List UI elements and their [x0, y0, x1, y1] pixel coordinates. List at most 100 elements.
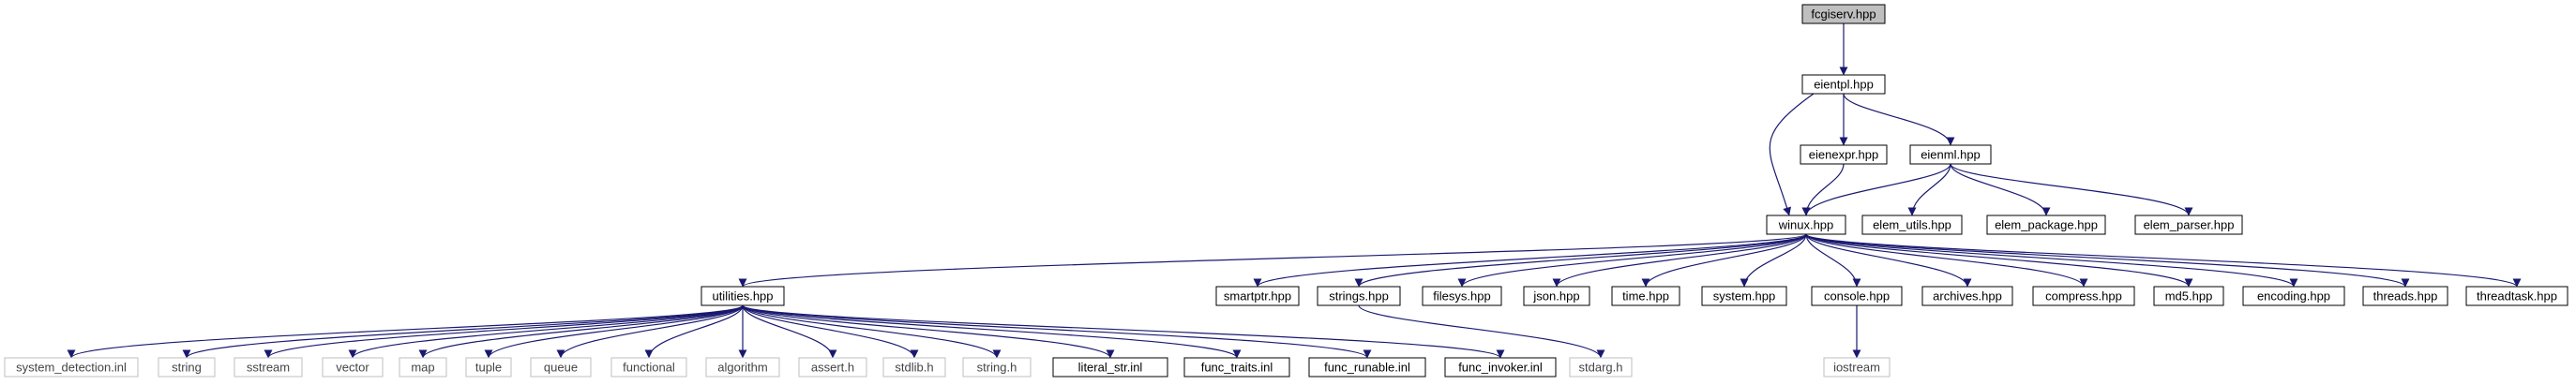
node-label: vector: [336, 361, 369, 375]
edge-winux-to-utilities: [738, 233, 1807, 288]
node-tuple: tuple: [465, 357, 512, 378]
node-smartptr[interactable]: smartptr.hpp: [1215, 286, 1300, 306]
node-box: [1921, 286, 2013, 306]
edge-utilities-to-functional: [644, 304, 744, 359]
node-box: [1986, 215, 2106, 235]
node-label: json.hpp: [1532, 289, 1579, 304]
node-md5[interactable]: md5.hpp: [2153, 286, 2224, 306]
node-system[interactable]: system.hpp: [1701, 286, 1787, 306]
node-box: [1701, 286, 1787, 306]
node-label: queue: [544, 361, 578, 375]
node-box: [1811, 286, 1903, 306]
node-label: filesys.hpp: [1433, 289, 1490, 304]
node-func-invoker[interactable]: func_invoker.inl: [1444, 357, 1557, 378]
node-system-detection: system_detection.inl: [4, 357, 139, 378]
node-box: [705, 357, 780, 378]
edge-winux-to-md5: [1805, 233, 2193, 288]
node-label: sstream: [247, 361, 290, 375]
edge-utilities-to-queue: [556, 304, 744, 359]
node-label: console.hpp: [1824, 289, 1890, 304]
node-filesys[interactable]: filesys.hpp: [1422, 286, 1502, 306]
node-fcgiserv[interactable]: fcgiserv.hpp: [1801, 4, 1886, 24]
node-box: [1569, 357, 1633, 378]
node-box: [798, 357, 867, 378]
node-iostream: iostream: [1823, 357, 1891, 378]
node-label: assert.h: [811, 361, 854, 375]
node-elem-parser[interactable]: elem_parser.hpp: [2134, 215, 2243, 235]
node-winux[interactable]: winux.hpp: [1766, 215, 1846, 235]
node-eienexpr[interactable]: eienexpr.hpp: [1800, 144, 1888, 165]
node-label: utilities.hpp: [712, 289, 773, 304]
node-box: [1861, 215, 1963, 235]
node-stdlib-h: stdlib.h: [882, 357, 946, 378]
edge-utilities-to-func_traits: [742, 304, 1242, 359]
node-func-runable[interactable]: func_runable.inl: [1308, 357, 1426, 378]
node-box: [700, 286, 785, 306]
node-label: md5.hpp: [2165, 289, 2213, 304]
node-label: archives.hpp: [1933, 289, 2002, 304]
edge-eienml-to-elem_parser: [1950, 163, 2193, 216]
node-string: string: [158, 357, 216, 378]
node-algorithm: algorithm: [705, 357, 780, 378]
edge-utilities-to-vector: [348, 304, 744, 359]
node-vector: vector: [322, 357, 384, 378]
node-label: eienexpr.hpp: [1809, 148, 1878, 162]
node-archives[interactable]: archives.hpp: [1921, 286, 2013, 306]
node-box: [1215, 286, 1300, 306]
edge-strings-to-stdarg_h: [1358, 304, 1605, 359]
node-box: [233, 357, 303, 378]
edge-utilities-to-stdlib_h: [742, 304, 919, 359]
node-label: strings.hpp: [1329, 289, 1389, 304]
node-elem-utils[interactable]: elem_utils.hpp: [1861, 215, 1963, 235]
nodes-layer: fcgiserv.hpp eientpl.hpp eienexpr.hpp eienm…: [4, 4, 2568, 378]
node-threadtask[interactable]: threadtask.hpp: [2465, 286, 2568, 306]
node-compress[interactable]: compress.hpp: [2032, 286, 2135, 306]
node-label: algorithm: [717, 361, 767, 375]
edge-winux-to-system: [1740, 233, 1807, 288]
node-box: [4, 357, 139, 378]
edge-winux-to-threadtask: [1805, 233, 2522, 288]
node-stdarg-h: stdarg.h: [1569, 357, 1633, 378]
node-functional: functional: [610, 357, 687, 378]
node-threads[interactable]: threads.hpp: [2362, 286, 2448, 306]
node-console[interactable]: console.hpp: [1811, 286, 1903, 306]
node-eientpl[interactable]: eientpl.hpp: [1801, 74, 1886, 95]
node-box: [1801, 4, 1886, 24]
edge-eientpl-to-eienml: [1843, 93, 1955, 146]
node-label: map: [411, 361, 434, 375]
node-box: [322, 357, 384, 378]
edge-utilities-to-tuple: [484, 304, 744, 359]
node-eienml[interactable]: eienml.hpp: [1909, 144, 1992, 165]
node-queue: queue: [530, 357, 592, 378]
node-literal-str[interactable]: literal_str.inl: [1052, 357, 1168, 378]
edge-eientpl-to-winux: [1769, 93, 1815, 216]
edge-utilities-to-assert_h: [742, 304, 837, 359]
node-json[interactable]: json.hpp: [1523, 286, 1590, 306]
node-elem-package[interactable]: elem_package.hpp: [1986, 215, 2106, 235]
edge-utilities-to-func_runable: [742, 304, 1372, 359]
node-box: [1800, 144, 1888, 165]
node-label: eientpl.hpp: [1814, 78, 1874, 92]
node-strings[interactable]: strings.hpp: [1317, 286, 1401, 306]
node-label: compress.hpp: [2045, 289, 2122, 304]
node-label: elem_parser.hpp: [2144, 218, 2235, 232]
edge-utilities-to-literal_str: [742, 304, 1115, 359]
node-utilities[interactable]: utilities.hpp: [700, 286, 785, 306]
node-label: func_runable.inl: [1324, 361, 1410, 375]
node-time[interactable]: time.hpp: [1611, 286, 1680, 306]
node-label: literal_str.inl: [1078, 361, 1143, 375]
node-box: [1766, 215, 1846, 235]
node-label: func_traits.inl: [1201, 361, 1273, 375]
edge-eienml-to-elem_utils: [1907, 163, 1951, 216]
edge-winux-to-json: [1552, 233, 1807, 288]
node-func-traits[interactable]: func_traits.inl: [1183, 357, 1290, 378]
node-box: [1317, 286, 1401, 306]
node-encoding[interactable]: encoding.hpp: [2242, 286, 2345, 306]
node-box: [1308, 357, 1426, 378]
edge-winux-to-filesys: [1457, 233, 1807, 288]
node-label: string: [172, 361, 202, 375]
node-box: [465, 357, 512, 378]
node-label: func_invoker.inl: [1458, 361, 1543, 375]
node-label: functional: [623, 361, 675, 375]
